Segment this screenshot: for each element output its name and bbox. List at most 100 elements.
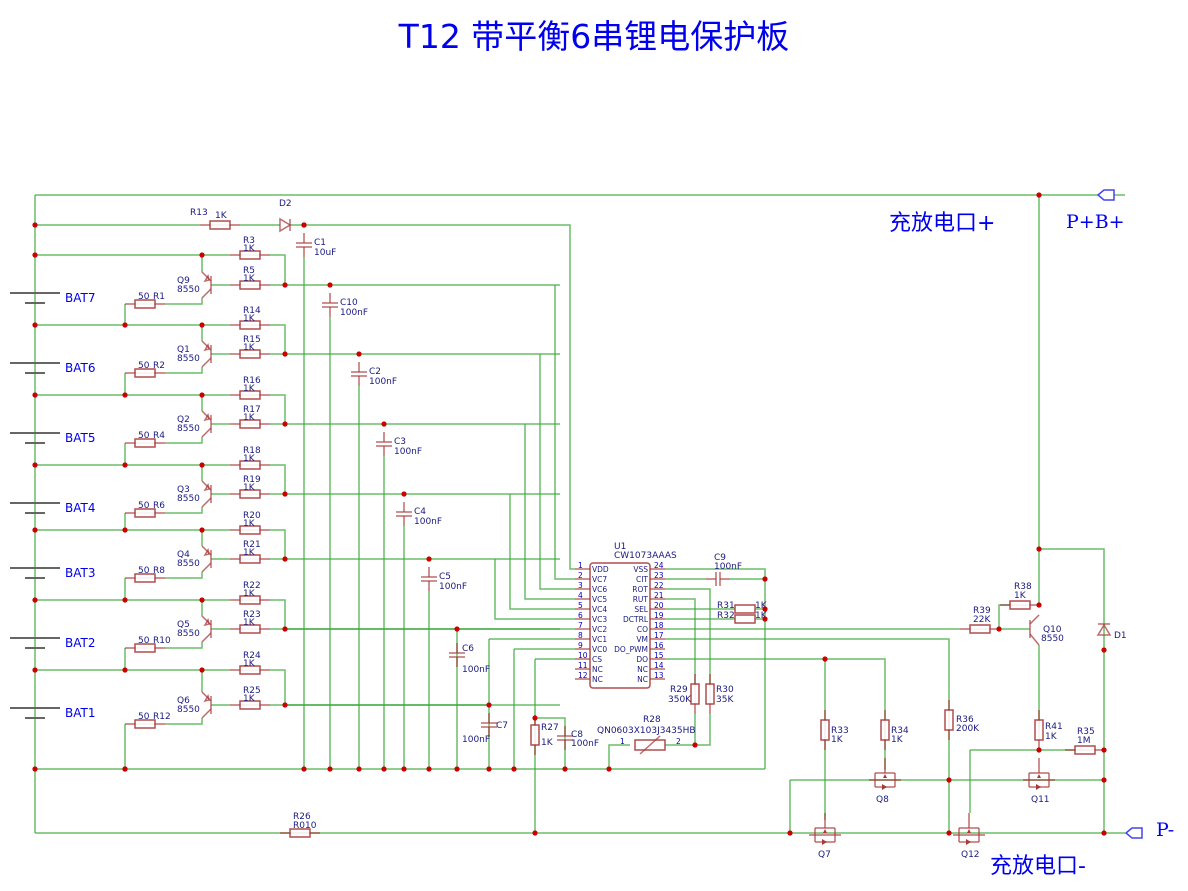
res-ref: R18 xyxy=(243,446,261,456)
mosfet-q11-diode xyxy=(1036,784,1041,790)
ic-pin-number: 20 xyxy=(654,601,664,610)
wire xyxy=(694,714,711,746)
junction-dot xyxy=(1036,546,1042,552)
res-ref: R25 xyxy=(243,686,261,696)
ic-pin-name: NC xyxy=(637,675,648,684)
wire xyxy=(290,224,571,567)
ic-pin-number: 7 xyxy=(578,621,583,630)
transistor-value: 8550 xyxy=(177,424,200,434)
ic-pin-number: 14 xyxy=(654,661,664,670)
junction-dot xyxy=(762,606,768,612)
junction-dot xyxy=(606,766,612,772)
junction-dot xyxy=(282,282,288,288)
port-pos-label: 充放电口+ xyxy=(889,211,995,236)
res-value: 50 xyxy=(138,292,150,302)
mosfet-q8-diode xyxy=(882,784,887,790)
junction-dot xyxy=(122,527,128,533)
q10-emitter xyxy=(1029,614,1040,625)
res-ref: R34 xyxy=(891,726,909,736)
junction-dot xyxy=(32,222,38,228)
res-value: 35K xyxy=(716,695,734,705)
wire xyxy=(165,298,203,305)
res-R29 xyxy=(690,683,700,705)
ic-pin-number: 3 xyxy=(578,581,583,590)
cap-ref: C5 xyxy=(439,572,451,582)
transistor-Q3-arrow xyxy=(203,483,210,492)
transistor-value: 8550 xyxy=(177,354,200,364)
res-R31 xyxy=(734,604,756,614)
res-ref: R4 xyxy=(153,431,165,441)
res-R1 xyxy=(134,299,156,309)
battery-label: BAT4 xyxy=(65,501,95,515)
res-R3 xyxy=(239,250,261,260)
junction-dot xyxy=(511,766,517,772)
ic-pin-name: VDD xyxy=(592,565,609,574)
wire xyxy=(1039,548,1105,833)
ic-pin-number: 22 xyxy=(654,581,664,590)
res-ref: R22 xyxy=(243,581,261,591)
ic-pin-name: NC xyxy=(592,665,603,674)
res-R38 xyxy=(1009,600,1031,610)
res-ref: R29 xyxy=(670,685,688,695)
transistor-ref: Q4 xyxy=(177,550,190,560)
junction-dot xyxy=(486,702,492,708)
ic-pin-number: 5 xyxy=(578,601,583,610)
ic-pin-name: DO xyxy=(636,655,648,664)
res-value: 200K xyxy=(956,724,980,734)
res-R20 xyxy=(239,525,261,535)
junction-dot xyxy=(32,527,38,533)
res-R12 xyxy=(134,719,156,729)
junction-dot xyxy=(282,702,288,708)
cap-value: 100nF xyxy=(439,582,467,592)
transistor-Q2-arrow xyxy=(203,413,210,422)
res-value: 1K xyxy=(243,589,256,599)
junction-dot xyxy=(454,766,460,772)
junction-dot xyxy=(301,222,307,228)
res-R24 xyxy=(239,665,261,675)
wire xyxy=(524,424,575,600)
ic-pin-name: VC7 xyxy=(592,575,607,584)
transistor-value: 8550 xyxy=(177,705,200,715)
junction-dot xyxy=(122,597,128,603)
wire xyxy=(569,567,575,570)
res-R34 xyxy=(880,719,890,741)
ic-pin-number: 11 xyxy=(578,661,588,670)
junction-dot xyxy=(32,252,38,258)
res-value: 1K xyxy=(243,244,256,254)
ic-pin-number: 2 xyxy=(578,571,583,580)
cap-value: 100nF xyxy=(369,377,397,387)
d2-triangle xyxy=(279,217,292,233)
ic-pin-name: VC3 xyxy=(592,615,607,624)
ic-u1-body xyxy=(589,562,651,689)
ic-pin-name: VC0 xyxy=(592,645,607,654)
ic-pin-name: RUT xyxy=(633,595,649,604)
res-ref: R31 xyxy=(717,601,735,611)
junction-dot xyxy=(1036,192,1042,198)
res-ref: R19 xyxy=(243,475,261,485)
res-ref: R41 xyxy=(1045,722,1063,732)
res-ref: R30 xyxy=(716,685,734,695)
ic-pin-name: ROT xyxy=(632,585,648,594)
res-value: 1K xyxy=(243,274,256,284)
components xyxy=(10,189,1143,845)
res-value: 22K xyxy=(973,615,991,625)
ic-pin-number: 15 xyxy=(654,651,664,660)
res-R27 xyxy=(530,724,540,746)
res-ref: R38 xyxy=(1014,582,1032,592)
res-value: 1K xyxy=(1045,732,1058,742)
ic-pin-name: CO xyxy=(637,625,648,634)
res-value: 1K xyxy=(243,384,256,394)
wire xyxy=(165,572,203,579)
junction-dot xyxy=(1101,830,1107,836)
junction-dot xyxy=(356,766,362,772)
res-value: QN0603X103J3435HB xyxy=(597,726,696,736)
ic-pin-name: VC5 xyxy=(592,595,607,604)
res-value: 1M xyxy=(1077,736,1091,746)
junction-dot xyxy=(822,656,828,662)
junction-dot xyxy=(199,322,205,328)
ic-pin-name: DCTRL xyxy=(623,615,649,624)
res-R18 xyxy=(239,460,261,470)
res-R10 xyxy=(134,643,156,653)
junction-dot xyxy=(199,527,205,533)
